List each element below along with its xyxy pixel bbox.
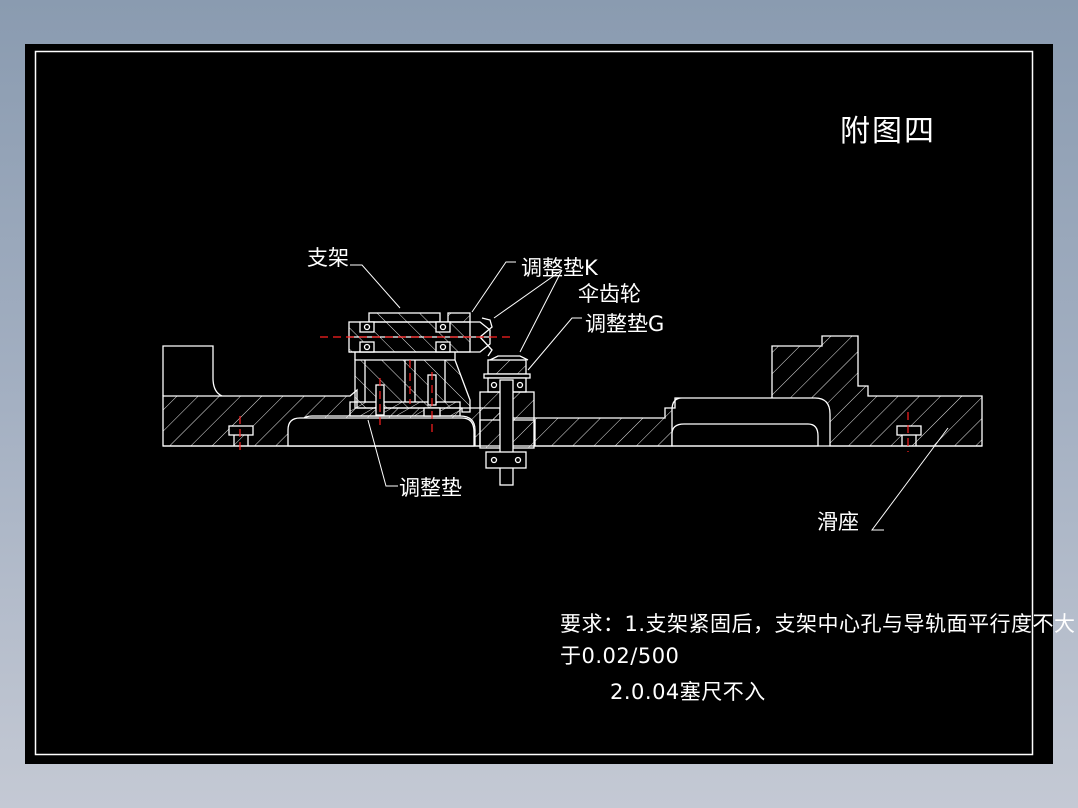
callout-slide-base: 滑座 (817, 510, 859, 534)
callout-bracket: 支架 (307, 246, 349, 270)
requirement-note-line3: 2.0.04塞尺不入 (610, 680, 766, 704)
centerlines (239, 336, 909, 452)
callout-shim-g: 调整垫G (585, 312, 665, 336)
bevel-gear-assembly (479, 317, 535, 486)
drawing-canvas: 附图四 支架 调整垫K 伞齿轮 调整垫G 调整垫 滑座 要求：1.支架紧固后，支… (25, 44, 1075, 764)
frame-border (34, 50, 1034, 756)
drawing-title: 附图四 (840, 114, 936, 149)
callout-bevel-gear: 伞齿轮 (578, 282, 641, 306)
bracket-assembly (348, 312, 491, 417)
callout-shim: 调整垫 (399, 476, 462, 500)
slide-base (162, 335, 983, 447)
requirement-note-line2: 于0.02/500 (560, 644, 680, 668)
requirement-note-line1: 要求：1.支架紧固后，支架中心孔与导轨面平行度不大 (560, 612, 1076, 636)
leader-lines (350, 261, 949, 531)
assembly-drawing (34, 50, 1034, 756)
callout-shim-k: 调整垫K (521, 256, 598, 280)
